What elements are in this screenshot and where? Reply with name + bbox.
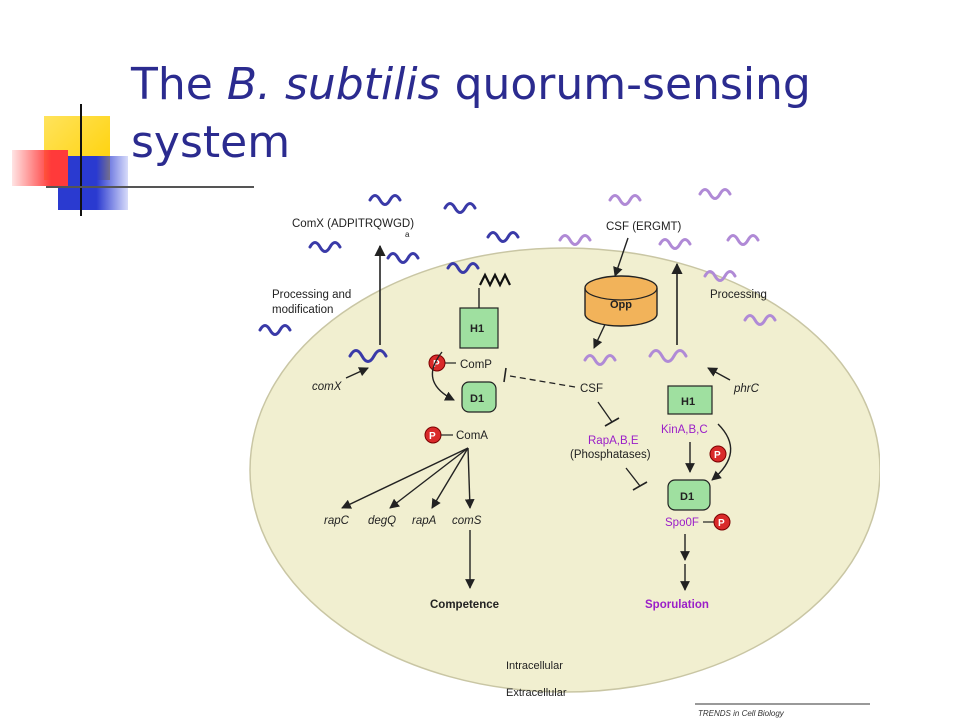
- kin-phospho-label: P: [714, 450, 721, 461]
- arrow-to-rapc: [341, 447, 469, 509]
- kin-h1-label: H1: [681, 396, 695, 408]
- coma-label: ComA: [456, 430, 488, 442]
- processing-label: Processing: [710, 289, 767, 301]
- csf-inhibit-rap-line: [597, 401, 613, 423]
- csf-wave: [726, 234, 760, 246]
- spo0f-phospho-icon: [713, 513, 731, 531]
- extracellular-label: Extracellular: [506, 687, 567, 699]
- opp-transporter: Opp: [584, 275, 658, 327]
- arrow-to-rapa: [431, 447, 469, 509]
- sporulation-label: Sporulation: [645, 599, 709, 611]
- csf-wave: [608, 194, 642, 206]
- arrow-to-coms: [464, 447, 475, 509]
- phosphatases-label: (Phosphatases): [570, 449, 651, 461]
- spo-d1-label: D1: [680, 491, 694, 503]
- comx-gene-arrow: [345, 367, 369, 379]
- csf-internal-label: CSF: [580, 383, 603, 395]
- coma-phospho-label: P: [429, 431, 436, 442]
- kin-phospho-icon: [709, 445, 727, 463]
- comp-phospho-label: P: [433, 359, 440, 370]
- comp-d1-box: [461, 381, 497, 413]
- phrc-gene-label: phrC: [733, 383, 760, 395]
- comx-wave: [258, 324, 292, 336]
- comx-gene-label: comX: [312, 381, 343, 393]
- coma-target-arrows: [341, 447, 475, 589]
- csf-inhibit-rap-bar: [604, 417, 620, 427]
- opp-label: Opp: [610, 299, 632, 311]
- decor-red-square: [12, 150, 68, 186]
- comp-label: ComP: [460, 359, 492, 371]
- csf-inhibit-comp-bar: [503, 367, 507, 383]
- comx-wave: [446, 262, 480, 274]
- csf-wave: [658, 238, 692, 250]
- csf-wave: [648, 349, 688, 363]
- spo-d1-box: [667, 479, 711, 511]
- csf-peptides: [558, 188, 777, 366]
- comx-peptide-label: ComX (ADPITRQWGD): [292, 218, 414, 230]
- csf-inhibit-comp-line: [509, 375, 576, 388]
- rap-label: RapA,B,E: [588, 435, 639, 447]
- rap-inhibit-line: [625, 467, 641, 487]
- title-rule: [46, 186, 254, 188]
- comx-wave: [486, 231, 520, 243]
- kin-label: KinA,B,C: [661, 424, 708, 436]
- comx-wave: [368, 194, 402, 206]
- csf-wave: [698, 188, 732, 200]
- spo0f-phospho-label: P: [718, 518, 725, 529]
- credit-label: TRENDS in Cell Biology: [698, 709, 785, 718]
- csf-wave: [558, 234, 592, 246]
- comp-d1-label: D1: [470, 393, 484, 405]
- csf-peptide-label: CSF (ERGMT): [606, 221, 682, 233]
- decor-vertical-line: [80, 104, 82, 216]
- comx-wave: [308, 241, 342, 253]
- processing-modification-label-2: modification: [272, 304, 333, 316]
- target-degq: degQ: [368, 515, 396, 527]
- csf-wave: [743, 314, 777, 326]
- decor-blue-square: [58, 156, 128, 210]
- rap-inhibit-bar: [632, 481, 648, 491]
- spo0f-label: Spo0F: [665, 517, 699, 529]
- arrow-to-degq: [389, 447, 469, 509]
- kin-phosphotransfer-arrow: [711, 423, 732, 481]
- quorum-sensing-diagram: ComX (ADPITRQWGD) a CSF (ERGMT) Processi…: [249, 188, 880, 718]
- comx-wave: [348, 349, 388, 363]
- processing-modification-label-1: Processing and: [272, 289, 351, 301]
- slide-title: The B. subtilis quorum-sensing system: [131, 59, 811, 168]
- csf-wave: [703, 270, 737, 282]
- comx-bound-zigzag: [479, 272, 511, 288]
- target-coms: comS: [452, 515, 482, 527]
- comx-peptides: [258, 194, 520, 363]
- target-rapa: rapA: [412, 515, 437, 527]
- target-rapc: rapC: [324, 515, 350, 527]
- competence-label: Competence: [430, 599, 499, 611]
- csf-wave: [583, 354, 617, 366]
- comp-h1-box: [459, 307, 499, 349]
- csf-uptake-arrow: [613, 237, 629, 277]
- intracellular-label: Intracellular: [506, 660, 563, 672]
- comp-phosphotransfer-arrow: [431, 351, 455, 401]
- title-species: B. subtilis: [226, 59, 441, 110]
- comx-wave: [443, 202, 477, 214]
- kin-h1-box: [667, 385, 713, 415]
- comx-wave: [386, 252, 420, 264]
- comx-asterisk: a: [405, 230, 410, 239]
- cell-body: [249, 247, 880, 693]
- comp-h1-label: H1: [470, 323, 484, 335]
- phrc-gene-arrow: [707, 367, 731, 381]
